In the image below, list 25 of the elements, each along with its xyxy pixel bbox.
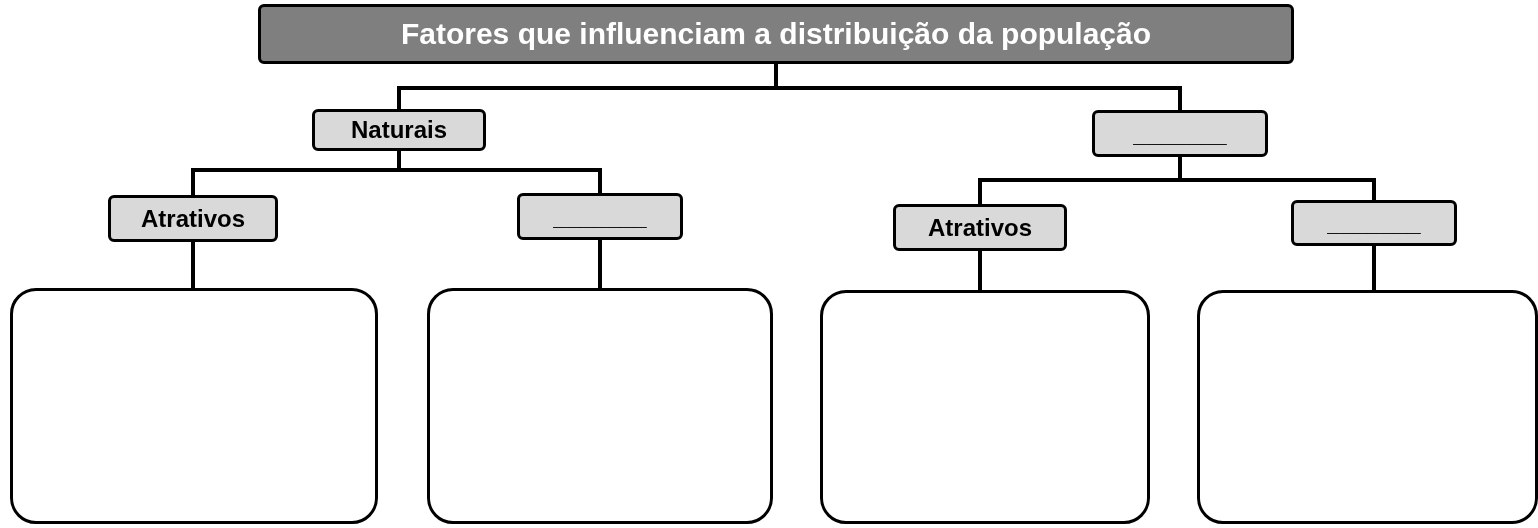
connector-line: [191, 242, 195, 288]
connector-line: [774, 64, 1182, 110]
category-box: [893, 204, 1067, 251]
category-label: Atrativos: [928, 213, 1032, 242]
connector-line: [1178, 157, 1376, 200]
category-box: [517, 193, 683, 240]
category-label: _______: [553, 202, 647, 231]
answer-box: [10, 288, 378, 524]
answer-box: [1197, 290, 1538, 524]
category-box: [1291, 200, 1457, 246]
connector-line: [1372, 246, 1376, 290]
category-box: [108, 195, 278, 242]
answer-box: [427, 288, 773, 524]
category-box: [312, 109, 486, 151]
category-label: Naturais: [350, 116, 447, 144]
connector-line: [397, 151, 602, 193]
connector-line: [598, 240, 602, 288]
category-label: Atrativos: [141, 204, 245, 233]
answer-box: [820, 290, 1150, 524]
category-box: [1092, 110, 1268, 157]
title-box: [258, 4, 1294, 64]
category-label: _______: [1133, 119, 1227, 148]
title-text: Fatores que influenciam a distribuição da população: [400, 17, 1152, 51]
connector-line: [978, 251, 982, 290]
category-label: _______: [1327, 209, 1421, 237]
